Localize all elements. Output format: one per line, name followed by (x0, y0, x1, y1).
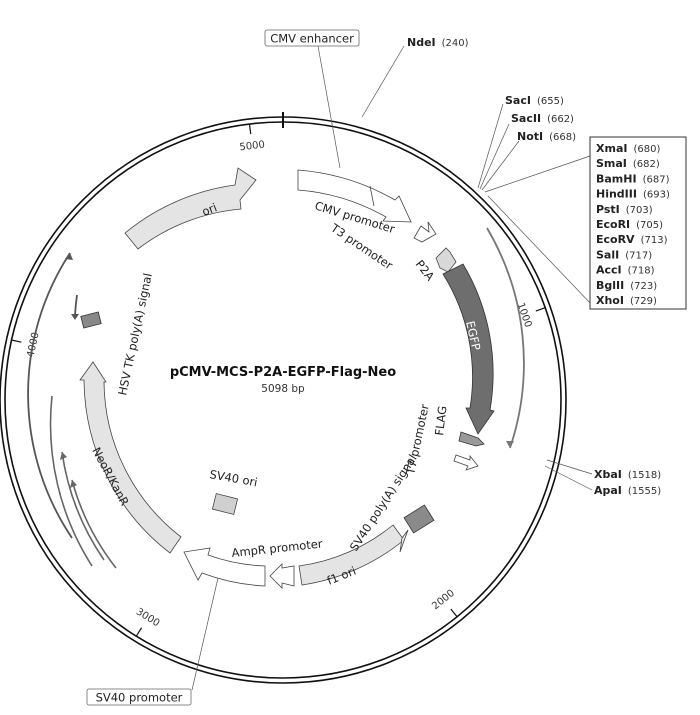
p2a-label: P2A (413, 257, 438, 283)
leader-lines (191, 45, 593, 691)
mcs-site: HindIII (693) (596, 188, 670, 201)
mcs-site-pos: (729) (630, 296, 657, 307)
cmv-promoter-arrow (297, 169, 412, 223)
mcs-site: XmaI (680) (596, 142, 660, 155)
mcs-site-pos: (718) (628, 266, 655, 277)
mcs-site-pos: (717) (625, 250, 652, 261)
mcs-site-name: SalI (596, 248, 619, 261)
mcs-box (589, 136, 687, 310)
mcs-site-list: XmaI (680) SmaI (682) BamHI (687) HindIII (693)… (596, 142, 670, 307)
tick-mark (248, 123, 252, 135)
t3-promoter-arrow (413, 221, 437, 243)
tick-mark (535, 307, 546, 312)
ori-arrow (124, 167, 257, 250)
mcs-site-pos: (703) (626, 205, 653, 216)
tick-label: 5000 (239, 139, 266, 153)
mcs-site: PstI (703) (596, 203, 653, 216)
mcs-site-name: HindIII (596, 188, 637, 201)
ori-label: ori (200, 200, 219, 219)
mcs-site-pos: (687) (643, 174, 670, 185)
site-saci: SacI(655) (505, 94, 564, 107)
site-xbai: XbaI(1518) (594, 468, 661, 481)
ampr-promoter-label: AmpR promoter (231, 536, 324, 560)
cmv-enhancer-label: CMV enhancer (270, 32, 354, 46)
sv40-polya-box (403, 504, 435, 534)
mcs-site-pos: (723) (630, 281, 657, 292)
mcs-site: EcoRI (705) (596, 218, 663, 231)
mcs-site-name: EcoRI (596, 218, 630, 231)
mcs-site-name: SmaI (596, 157, 627, 170)
mcs-site: XhoI (729) (596, 294, 657, 307)
plasmid-size: 5098 bp (261, 383, 305, 395)
sv40-ori-box (211, 493, 239, 515)
hsv-tk-box (80, 311, 102, 329)
tick-mark (450, 608, 458, 618)
neor-kanr-arrow (79, 361, 182, 554)
mcs-site: BamHI (687) (596, 172, 670, 185)
mcs-site: BglII (723) (596, 279, 657, 292)
mcs-site-pos: (682) (633, 159, 660, 170)
cmv-enhancer-divider (369, 185, 375, 207)
mcs-site-pos: (680) (633, 144, 660, 155)
strand-arcs-right (486, 227, 525, 449)
ampr-promoter-arrow (183, 547, 266, 587)
mcs-site-name: XmaI (596, 142, 627, 155)
site-apai: ApaI(1555) (594, 484, 661, 497)
tick-mark (135, 627, 143, 637)
flag-arrow (458, 431, 485, 447)
mcs-site-pos: (713) (641, 235, 668, 246)
site-noti: NotI(668) (517, 130, 576, 143)
mcs-site: AccI (718) (596, 264, 655, 277)
sv40-promoter-box (86, 688, 192, 706)
site-sacii: SacII(662) (511, 112, 574, 125)
p2a-arrow (435, 247, 457, 273)
mcs-site-pos: (693) (643, 190, 670, 201)
site-ndei: NdeI(240) (407, 36, 469, 49)
sv40-promoter-label: SV40 promoter (96, 691, 183, 705)
mcs-site: SmaI (682) (596, 157, 660, 170)
f1-ori-arrow (298, 524, 405, 586)
mcs-site-name: EcoRV (596, 233, 635, 246)
tick-label: 3000 (134, 606, 161, 629)
mcs-site-name: BglII (596, 279, 624, 292)
mcs-site: SalI (717) (596, 248, 652, 261)
mcs-site-name: AccI (596, 264, 622, 277)
ampr-promoter-small-arrow (269, 563, 295, 589)
strand-arcs-left (27, 252, 117, 569)
mcs-site-name: XhoI (596, 294, 624, 307)
sv40-ori-label: SV40 ori (208, 467, 258, 489)
tick-mark (11, 339, 22, 343)
flag-label: FLAG (432, 405, 450, 436)
egfp-label: EGFP (463, 320, 483, 352)
plasmid-title: pCMV-MCS-P2A-EGFP-Flag-Neo (170, 365, 396, 380)
hsv-tk-label: HSV TK poly(A) signal (115, 272, 155, 397)
mcs-site-pos: (705) (636, 220, 663, 231)
cmv-enhancer-box (264, 29, 360, 47)
tick-label: 2000 (430, 588, 457, 613)
tick-label: 4000 (25, 331, 41, 358)
f1-ori-head (399, 529, 409, 553)
egfp-arrow (442, 263, 495, 435)
t7-promoter-arrow (453, 454, 479, 471)
mcs-site: EcoRV (713) (596, 233, 668, 246)
mcs-site-name: BamHI (596, 172, 637, 185)
mcs-site-name: PstI (596, 203, 620, 216)
